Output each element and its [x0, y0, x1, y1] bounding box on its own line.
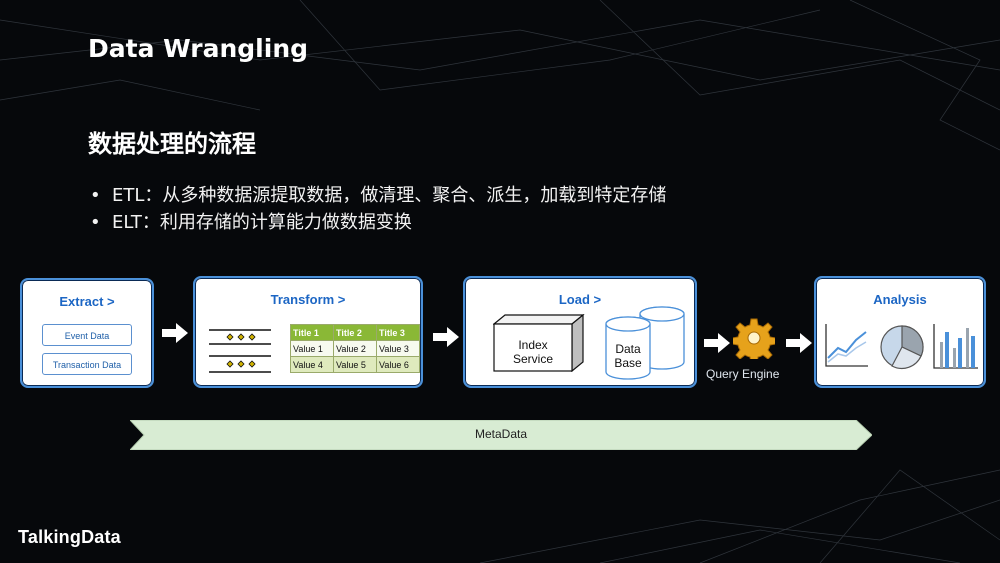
transform-title: Transform >: [270, 292, 346, 307]
analysis-title: Analysis: [873, 292, 927, 307]
query-engine-label: Query Engine: [706, 367, 780, 381]
table-row: Value 1 Value 2 Value 3: [290, 340, 420, 357]
table-cell: Value 1: [290, 340, 334, 357]
arrow-right-icon: [704, 333, 730, 353]
bullet-list: • ETL：从多种数据源提取数据，做清理、聚合、派生，加载到特定存储 • ELT：利…: [90, 182, 666, 236]
table-row: Value 4 Value 5 Value 6: [290, 356, 420, 373]
transaction-data-item: Transaction Data: [42, 353, 132, 375]
gear-icon: [733, 318, 775, 359]
line-chart-icon: [825, 324, 868, 367]
database-icon: [605, 306, 685, 380]
table-header-cell: Title 1: [290, 324, 334, 341]
bullet-dot: •: [90, 212, 101, 233]
metadata-band: [130, 420, 872, 450]
table-header-cell: Title 3: [376, 324, 420, 341]
table-cell: Value 4: [290, 356, 334, 373]
table-cell: Value 3: [376, 340, 420, 357]
metadata-label: MetaData: [474, 427, 528, 441]
extract-title: Extract >: [59, 294, 115, 309]
arrow-right-icon: [786, 333, 812, 353]
bullet-item: • ELT：利用存储的计算能力做数据变换: [90, 209, 666, 236]
table-cell: Value 2: [333, 340, 377, 357]
bullet-dot: •: [90, 185, 101, 206]
transform-box: Transform > Title 1 Title 2 Title 3 Valu…: [193, 276, 423, 388]
index-service-label: Index Service: [494, 338, 572, 366]
index-service-icon: [493, 314, 585, 372]
table-header-cell: Title 2: [333, 324, 377, 341]
pie-chart-icon: [880, 325, 924, 370]
database-line: Base: [614, 356, 642, 370]
analysis-box: Analysis: [814, 276, 986, 388]
bullet-text: ELT：利用存储的计算能力做数据变换: [112, 212, 412, 233]
load-box: Load > Index Service Data Base: [463, 276, 697, 388]
bullet-text: ETL：从多种数据源提取数据，做清理、聚合、派生，加载到特定存储: [112, 185, 667, 206]
transform-table: Title 1 Title 2 Title 3 Value 1 Value 2 …: [290, 324, 420, 373]
slide-title: Data Wrangling: [88, 34, 309, 63]
database-label: Data Base: [606, 342, 650, 370]
table-cell: Value 6: [376, 356, 420, 373]
bar-chart-icon: [933, 324, 978, 369]
transform-lines-icon: [209, 329, 271, 373]
talkingdata-logo: TalkingData: [18, 527, 121, 547]
index-service-line: Index: [518, 338, 548, 352]
slide-subtitle: 数据处理的流程: [88, 130, 256, 158]
table-header-row: Title 1 Title 2 Title 3: [290, 324, 420, 341]
load-title: Load >: [558, 292, 602, 307]
table-cell: Value 5: [333, 356, 377, 373]
bullet-item: • ETL：从多种数据源提取数据，做清理、聚合、派生，加载到特定存储: [90, 182, 666, 209]
database-line: Data: [615, 342, 641, 356]
arrow-right-icon: [433, 327, 459, 347]
extract-box: Extract > Event Data Transaction Data: [20, 278, 154, 388]
arrow-right-icon: [162, 323, 188, 343]
event-data-item: Event Data: [42, 324, 132, 346]
index-service-line: Service: [512, 352, 553, 366]
